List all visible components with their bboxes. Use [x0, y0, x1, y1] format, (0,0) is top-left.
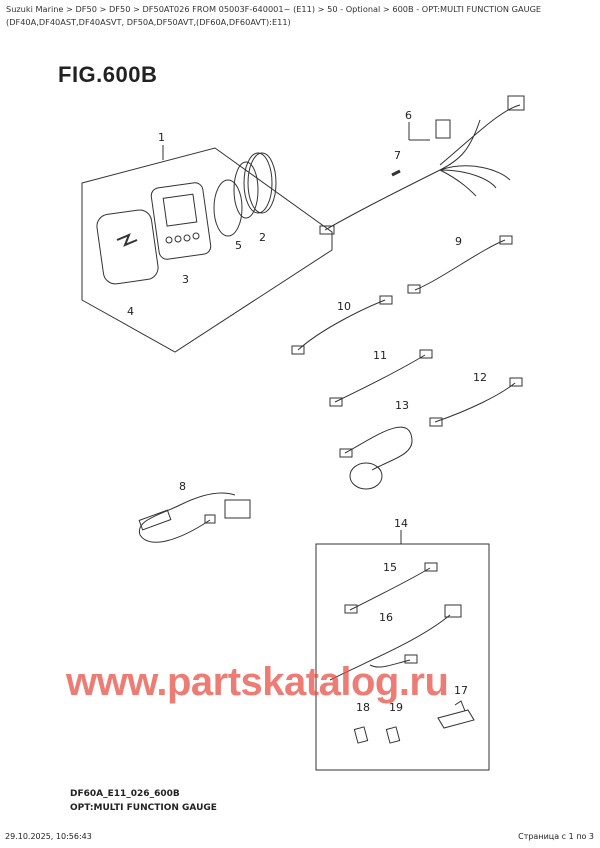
callout-19: 19: [389, 701, 403, 714]
callout-4: 4: [127, 305, 134, 318]
callout-8: 8: [179, 480, 186, 493]
callout-15: 15: [383, 561, 397, 574]
callout-2: 2: [259, 231, 266, 244]
page-counter: Страница с 1 по 3: [518, 832, 594, 841]
watermark: www.partskatalog.ru: [66, 660, 449, 704]
callout-6: 6: [405, 109, 412, 122]
callout-18: 18: [356, 701, 370, 714]
callout-12: 12: [473, 371, 487, 384]
figure-title: FIG.600B: [58, 62, 158, 87]
callout-16: 16: [379, 611, 393, 624]
callout-11: 11: [373, 349, 387, 362]
gauge-cover: [96, 209, 159, 285]
diagram-caption: OPT:MULTI FUNCTION GAUGE: [70, 803, 217, 813]
callout-3: 3: [182, 273, 189, 286]
breadcrumb: Suzuki Marine > DF50 > DF50 > DF50AT026 …: [6, 4, 542, 27]
callout-5: 5: [235, 239, 242, 252]
diagram-code: DF60A_E11_026_600B: [70, 789, 180, 799]
callout-17: 17: [454, 684, 468, 697]
callout-7: 7: [394, 149, 401, 162]
group-box-14: [315, 543, 490, 771]
callout-1: 1: [158, 131, 165, 144]
print-timestamp: 29.10.2025, 10:56:43: [5, 832, 92, 841]
callout-10: 10: [337, 300, 351, 313]
callout-13: 13: [395, 399, 409, 412]
callout-14: 14: [394, 517, 408, 530]
gauge: [150, 182, 212, 260]
group-box-1: [81, 147, 333, 353]
callout-9: 9: [455, 235, 462, 248]
